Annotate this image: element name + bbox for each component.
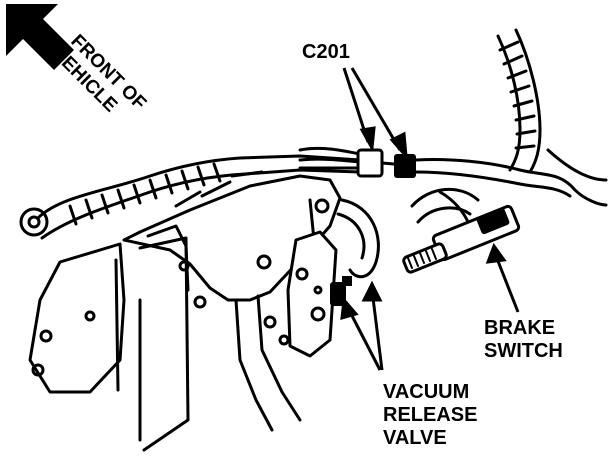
- c201-connector: [356, 148, 416, 178]
- c201-label: C201: [302, 41, 350, 63]
- switch-harness: [414, 28, 608, 207]
- brake-switch-label-line1: BRAKE: [484, 317, 555, 339]
- brake-switch-label-line2: SWITCH: [484, 340, 563, 362]
- brake-switch: [402, 187, 521, 274]
- vacuum-valve-label-line3: VALVE: [383, 427, 447, 449]
- vacuum-valve-leader-arrows: [340, 280, 384, 371]
- front-direction-arrow-icon: [6, 4, 74, 70]
- c201-leader-arrows: [342, 67, 408, 161]
- wiring-harness: [19, 146, 362, 240]
- brake-switch-leader-arrow: [485, 242, 520, 313]
- front-of-vehicle-label: FRONT OF VEHICLE: [48, 31, 150, 117]
- vacuum-release-valve: [330, 276, 352, 306]
- vacuum-valve-label-line2: RELEASE: [383, 404, 477, 426]
- pedal-bracket: [28, 170, 380, 452]
- vacuum-valve-label-line1: VACUUM: [383, 381, 469, 403]
